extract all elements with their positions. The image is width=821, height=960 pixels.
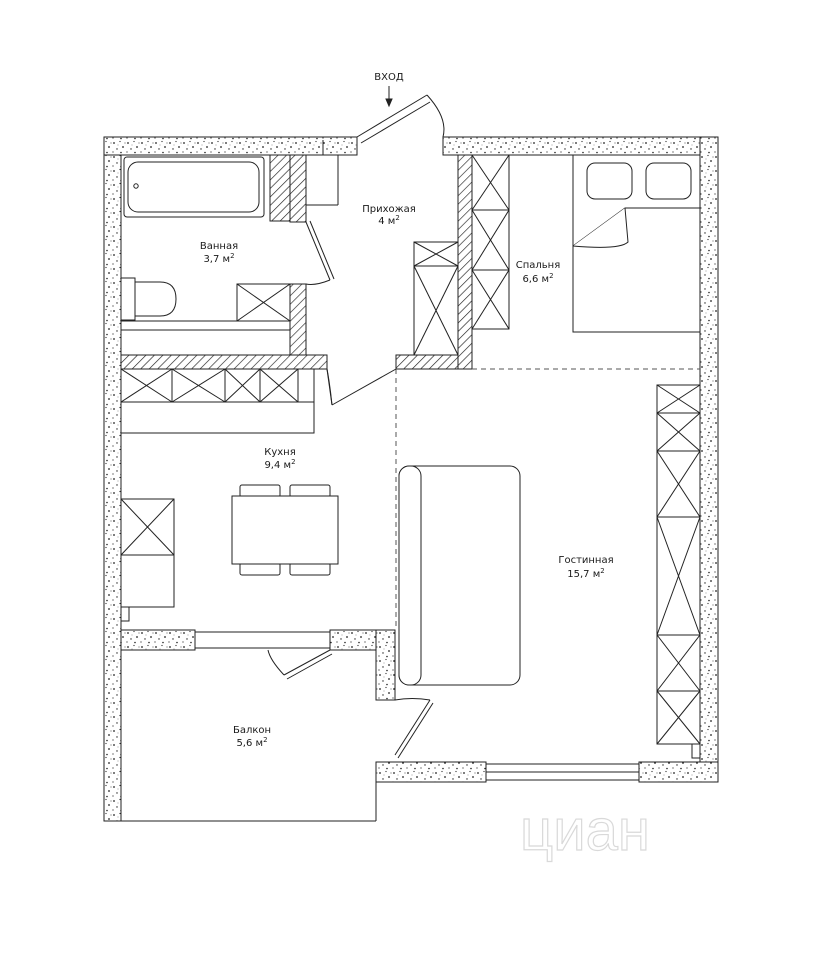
- kitchen-door: [326, 368, 397, 406]
- bathroom-door: [305, 220, 335, 285]
- entrance-label: ВХОД: [374, 72, 404, 83]
- living-wardrobe: [656, 384, 701, 759]
- bathroom-area: 3,7 м2: [203, 252, 234, 265]
- watermark-logo: циан: [520, 798, 650, 863]
- bedroom-wardrobe: [471, 154, 510, 330]
- living-area: 15,7 м2: [567, 567, 604, 580]
- bedroom-area: 6,6 м2: [522, 272, 553, 285]
- balcony-outline: [120, 650, 377, 822]
- bathtub: [123, 156, 265, 218]
- zone-boundaries: [395, 368, 700, 630]
- hallway-area: 4 м2: [378, 214, 400, 227]
- washer-bathroom: [236, 283, 291, 322]
- kitchen-name: Кухня: [264, 447, 296, 458]
- bedroom-name: Спальня: [516, 260, 561, 271]
- hallway-wardrobe: [413, 241, 459, 356]
- fridge: [120, 498, 175, 622]
- balcony-name: Балкон: [233, 725, 271, 736]
- dining-table: [231, 484, 339, 576]
- balcony-area: 5,6 м2: [236, 736, 267, 749]
- toilet: [120, 277, 177, 321]
- entrance-arrow: [385, 86, 393, 108]
- windows: [194, 631, 640, 781]
- entrance-door: [356, 94, 445, 144]
- sofa: [398, 465, 521, 686]
- hallway-name: Прихожая: [362, 204, 416, 215]
- living-name: Гостинная: [558, 555, 613, 566]
- bed: [572, 154, 701, 333]
- kitchen-area: 9,4 м2: [264, 458, 295, 471]
- bathroom-name: Ванная: [200, 241, 238, 252]
- balcony-door: [267, 649, 434, 759]
- kitchen-counter: [120, 368, 315, 434]
